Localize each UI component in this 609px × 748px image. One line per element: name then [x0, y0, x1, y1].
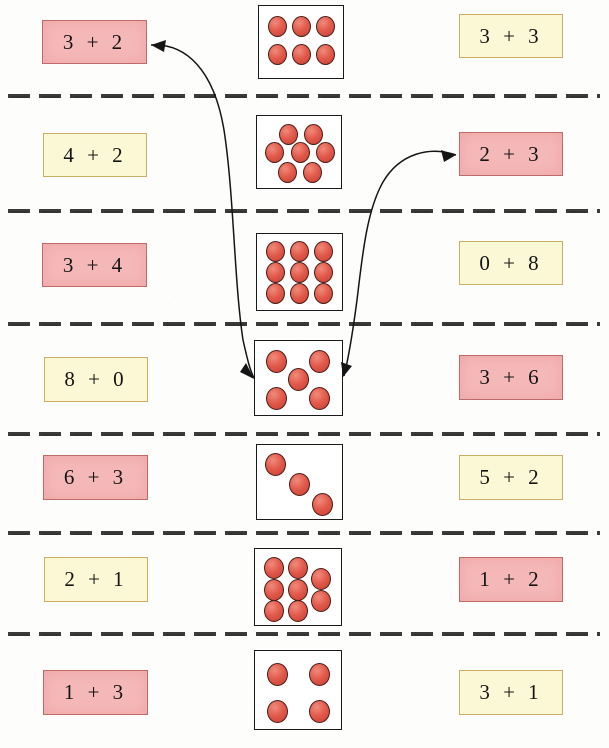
dot	[292, 44, 311, 65]
dot	[309, 350, 330, 373]
card-right-row-2[interactable]: 2 + 3	[459, 132, 563, 176]
dot	[288, 579, 308, 601]
card-right-row-4[interactable]: 3 + 6	[459, 355, 563, 400]
dot	[267, 663, 288, 686]
dot	[314, 283, 333, 304]
dot	[309, 387, 330, 410]
dot	[309, 663, 330, 686]
card-left-row-2[interactable]: 4 + 2	[43, 133, 147, 177]
dot	[316, 16, 335, 37]
dot	[311, 590, 331, 612]
dot-box-row-2[interactable]	[256, 115, 342, 189]
expression-text: 6 + 3	[63, 465, 128, 489]
dot-box-row-6[interactable]	[254, 548, 342, 626]
dot-box-row-1[interactable]	[258, 5, 344, 79]
row-separator	[8, 531, 600, 535]
card-left-row-7[interactable]: 1 + 3	[43, 670, 148, 715]
card-left-row-6[interactable]: 2 + 1	[44, 557, 148, 602]
card-left-row-5[interactable]: 6 + 3	[43, 455, 148, 500]
expression-text: 1 + 3	[63, 680, 128, 704]
row-separator	[8, 209, 600, 213]
dot	[268, 16, 287, 37]
card-right-row-6[interactable]: 1 + 2	[459, 557, 563, 602]
dot	[309, 700, 330, 723]
dot	[288, 600, 308, 622]
dot	[268, 44, 287, 65]
expression-text: 1 + 2	[479, 567, 543, 591]
dot	[279, 124, 298, 145]
dot	[314, 241, 333, 262]
dot	[266, 283, 285, 304]
dot	[278, 162, 297, 183]
row-separator	[8, 432, 600, 436]
expression-text: 0 + 8	[479, 250, 543, 275]
expression-text: 3 + 2	[62, 29, 127, 54]
expression-text: 3 + 6	[479, 365, 543, 389]
dot	[290, 241, 309, 262]
dot	[266, 387, 287, 410]
expression-text: 4 + 2	[63, 142, 127, 167]
dot	[288, 557, 308, 579]
dot	[264, 557, 284, 579]
dot	[289, 473, 310, 496]
dot-box-row-4[interactable]	[254, 340, 343, 416]
expression-text: 2 + 3	[479, 141, 543, 166]
dot	[288, 368, 309, 391]
expression-text: 3 + 1	[479, 680, 543, 704]
row-separator	[8, 94, 600, 98]
dot-box-row-7[interactable]	[254, 650, 342, 730]
dot	[304, 124, 323, 145]
dot	[292, 16, 311, 37]
dot	[266, 262, 285, 283]
dot	[267, 700, 288, 723]
dot	[264, 600, 284, 622]
expression-text: 3 + 3	[479, 23, 543, 48]
dot	[265, 142, 284, 163]
expression-text: 5 + 2	[479, 465, 543, 489]
card-right-row-7[interactable]: 3 + 1	[459, 670, 563, 715]
dot-box-row-5[interactable]	[256, 444, 343, 520]
dot	[290, 262, 309, 283]
dot-box-row-3[interactable]	[256, 233, 343, 311]
dot	[316, 142, 335, 163]
dot	[264, 579, 284, 601]
expression-text: 3 + 4	[62, 252, 127, 277]
expression-text: 2 + 1	[64, 567, 128, 591]
card-left-row-1[interactable]: 3 + 2	[42, 20, 147, 64]
row-separator	[8, 632, 600, 636]
dot	[314, 262, 333, 283]
dot	[303, 162, 322, 183]
card-right-row-3[interactable]: 0 + 8	[459, 241, 563, 285]
card-right-row-1[interactable]: 3 + 3	[459, 14, 563, 58]
card-left-row-4[interactable]: 8 + 0	[44, 357, 148, 402]
dot	[265, 453, 286, 476]
dot	[316, 44, 335, 65]
connection-2	[341, 150, 457, 377]
dot	[311, 568, 331, 590]
dot	[266, 241, 285, 262]
card-right-row-5[interactable]: 5 + 2	[459, 455, 563, 500]
dot	[290, 283, 309, 304]
dot	[266, 350, 287, 373]
card-left-row-3[interactable]: 3 + 4	[42, 243, 147, 287]
dot	[291, 142, 310, 163]
row-separator	[8, 322, 600, 326]
dot	[312, 493, 333, 516]
expression-text: 8 + 0	[64, 367, 128, 391]
